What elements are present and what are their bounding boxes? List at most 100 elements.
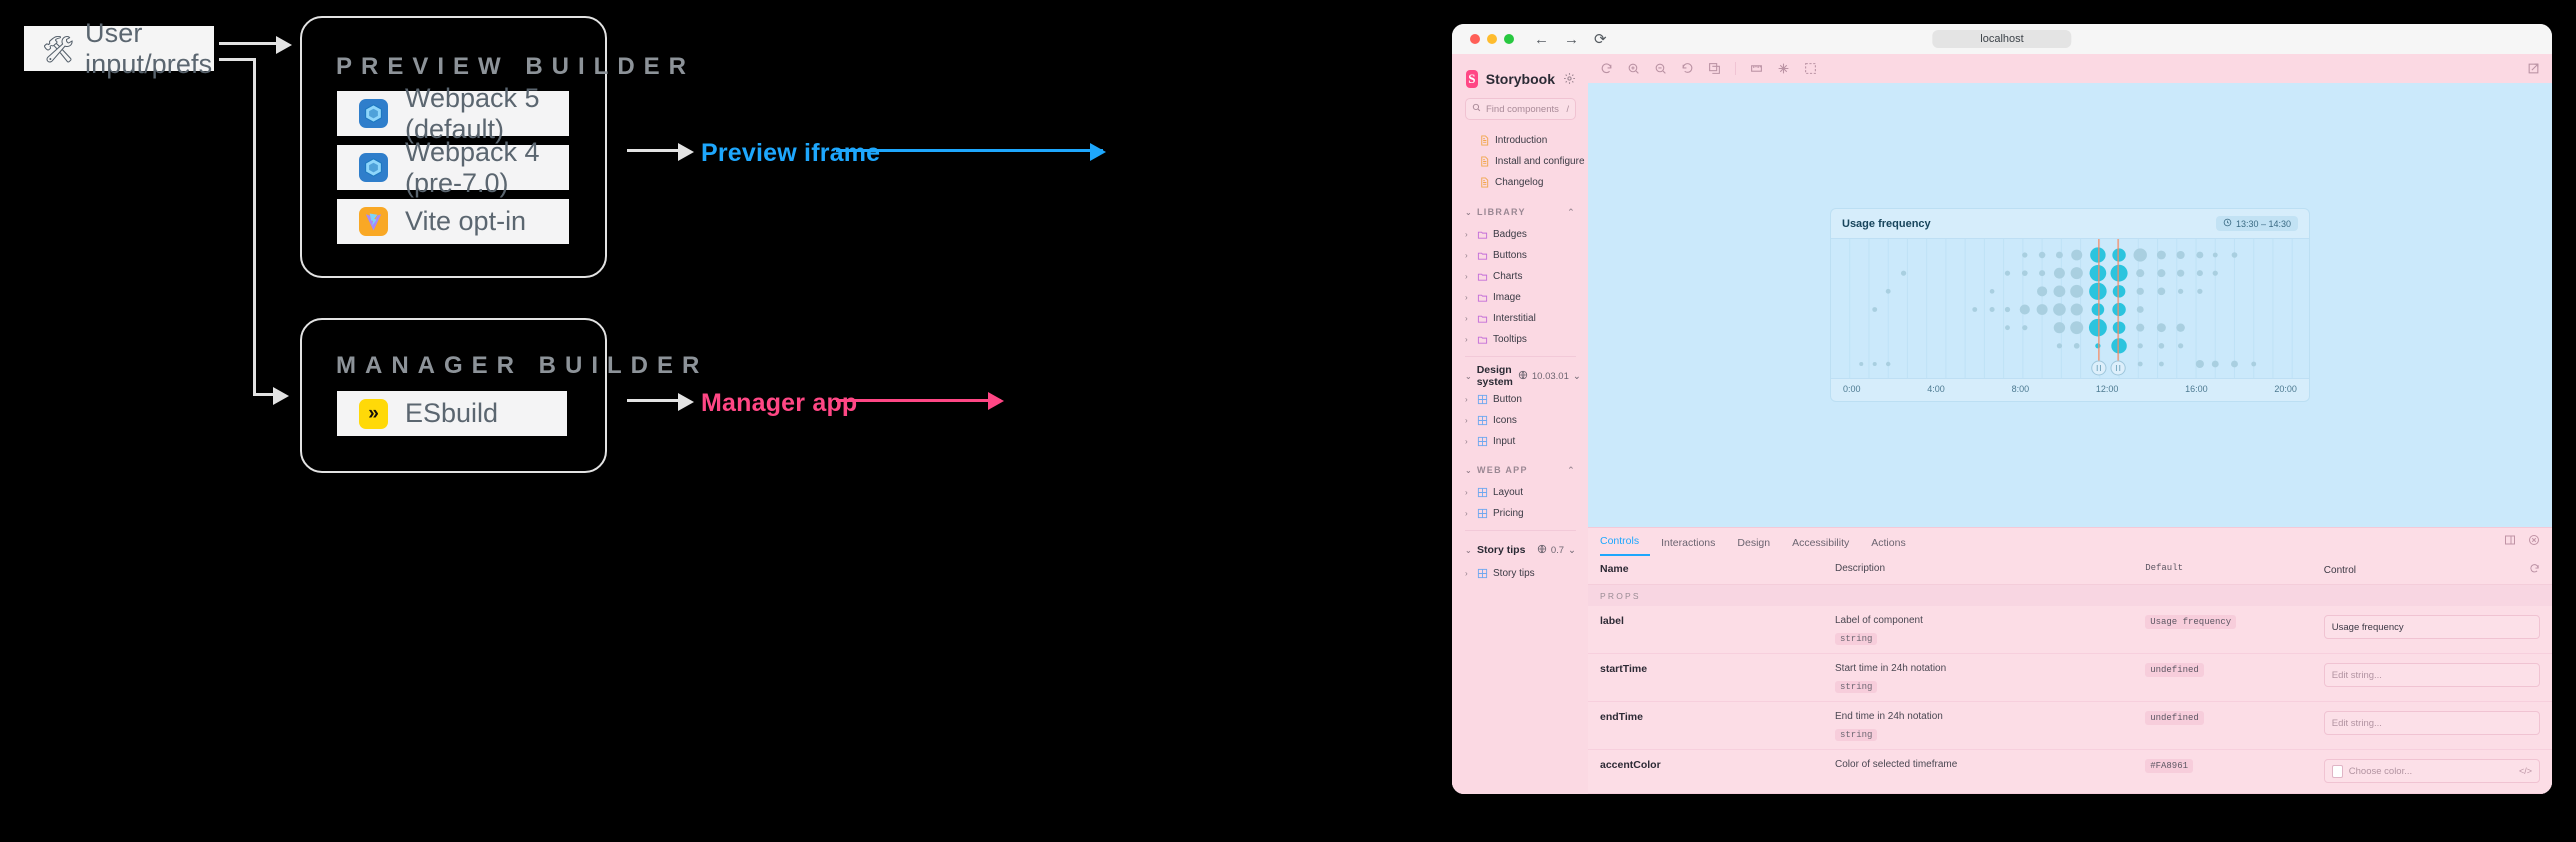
expand-all-icon[interactable]: ⌃ [1567, 464, 1576, 475]
control-default: undefined [2145, 711, 2324, 741]
user-input-label: User input/prefs [85, 17, 213, 79]
timeframe-badge[interactable]: 13:30 – 14:30 [2215, 216, 2298, 231]
preview-builder-option-label: Webpack 5 (default) [405, 82, 540, 144]
close-panel-icon[interactable] [2528, 533, 2540, 551]
panel-position-icon[interactable] [2504, 533, 2516, 551]
sidebar-group-library[interactable]: ⌄ LIBRARY ⌃ [1465, 200, 1588, 224]
sidebar-item-introduction[interactable]: Introduction [1465, 130, 1588, 151]
sidebar-group-label: WEB APP [1477, 465, 1528, 475]
sidebar-ref-story-tips[interactable]: ⌄ Story tips 0.7 ⌄ [1465, 537, 1588, 563]
measure-icon[interactable] [1750, 62, 1763, 75]
control-input-starttime[interactable]: Edit string... [2323, 663, 2540, 687]
search-icon [1472, 103, 1481, 115]
control-input-placeholder: Choose color... [2348, 765, 2413, 777]
reset-controls-icon[interactable] [2529, 563, 2540, 577]
preview-builder-option-vite[interactable]: Vite opt-in [337, 199, 569, 244]
sidebar-ref-version[interactable]: 10.03.01 ⌄ [1518, 370, 1581, 383]
column-header-name: Name [1600, 563, 1629, 575]
tab-accessibility[interactable]: Accessibility [1792, 537, 1850, 549]
preview-builder-option-webpack5[interactable]: Webpack 5 (default) [337, 83, 569, 144]
sidebar-item-badges[interactable]: › Badges [1465, 224, 1588, 245]
grid-icon[interactable] [1777, 62, 1790, 75]
minimize-window-dot[interactable] [1487, 34, 1497, 44]
sidebar-item-button[interactable]: › Button [1465, 389, 1588, 410]
component-icon [1477, 415, 1488, 426]
chevron-right-icon: › [1465, 569, 1468, 578]
sidebar-ref-version[interactable]: 0.7 ⌄ [1537, 544, 1576, 557]
table-row: startTime Start time in 24h notation str… [1588, 654, 2552, 702]
back-icon[interactable]: ← [1534, 30, 1549, 48]
tab-design[interactable]: Design [1737, 537, 1771, 549]
maximize-window-dot[interactable] [1504, 34, 1514, 44]
sidebar-item-interstitial[interactable]: › Interstitial [1465, 308, 1588, 329]
sidebar-item-icons[interactable]: › Icons [1465, 410, 1588, 431]
reload-icon[interactable]: ⟳ [1594, 30, 1607, 48]
preview-builder-option-webpack4[interactable]: Webpack 4 (pre-7.0) [337, 137, 569, 198]
chevron-right-icon: › [1465, 395, 1468, 404]
globe-icon [1537, 544, 1547, 557]
table-row: accentColor Color of selected timeframe … [1588, 750, 2552, 794]
storybook-app: S Storybook Find com [1452, 54, 2552, 794]
external-link-icon[interactable] [2527, 62, 2540, 75]
sidebar-item-charts[interactable]: › Charts [1465, 266, 1588, 287]
control-input-label[interactable]: Usage frequency [2323, 615, 2540, 639]
storybook-brand-label[interactable]: Storybook [1485, 71, 1555, 87]
clock-icon [2223, 218, 2232, 229]
webpack-icon [359, 153, 388, 182]
chevron-down-icon: ⌄ [1465, 545, 1472, 555]
outline-icon[interactable] [1804, 62, 1817, 75]
sidebar-item-layout[interactable]: › Layout [1465, 482, 1588, 503]
sidebar-group-web-app[interactable]: ⌄ WEB APP ⌃ [1465, 458, 1588, 482]
tab-actions[interactable]: Actions [1871, 537, 1906, 549]
expand-all-icon[interactable]: ⌃ [1567, 206, 1576, 217]
folder-icon [1477, 292, 1488, 303]
remount-icon[interactable] [1600, 62, 1613, 75]
preview-iframe-blue-arrowhead [1090, 143, 1106, 161]
control-input-accentcolor[interactable]: Choose color... </> [2323, 759, 2540, 783]
document-icon [1479, 156, 1490, 167]
forward-icon[interactable]: → [1564, 30, 1579, 48]
connector-to-preview-arrowhead [276, 36, 292, 54]
sidebar-item-image[interactable]: › Image [1465, 287, 1588, 308]
sidebar-ref-design-system[interactable]: ⌄ Design system 10.03.01 ⌄ [1465, 363, 1588, 389]
folder-icon [1477, 313, 1488, 324]
zoom-in-icon[interactable] [1627, 62, 1640, 75]
address-bar[interactable]: localhost [1932, 30, 2072, 48]
sidebar-item-tooltips[interactable]: › Tooltips [1465, 329, 1588, 350]
close-window-dot[interactable] [1470, 34, 1480, 44]
sidebar-item-install-and-configure[interactable]: Install and configure [1465, 151, 1588, 172]
sidebar-item-label: Button [1493, 394, 1522, 405]
connector-to-preview [219, 42, 276, 45]
control-default-value: #FA8961 [2145, 759, 2193, 773]
x-tick-label: 8:00 [2011, 384, 2030, 394]
code-toggle-icon[interactable]: </> [2518, 766, 2532, 776]
search-input[interactable]: Find components / [1465, 98, 1576, 120]
sidebar-item-story-tips[interactable]: › Story tips [1465, 563, 1588, 584]
tab-controls[interactable]: Controls [1600, 535, 1651, 556]
sidebar-item-buttons[interactable]: › Buttons [1465, 245, 1588, 266]
manager-builder-option-esbuild[interactable]: » ESbuild [337, 391, 567, 436]
control-input-endtime[interactable]: Edit string... [2323, 711, 2540, 735]
control-default-value: Usage frequency [2145, 615, 2237, 629]
sidebar-item-label: Icons [1493, 415, 1517, 426]
gear-icon[interactable] [1563, 72, 1576, 87]
control-description: Color of selected timeframe [1835, 759, 2145, 783]
sidebar-item-changelog[interactable]: Changelog [1465, 172, 1588, 193]
zoom-out-icon[interactable] [1654, 62, 1667, 75]
document-icon [1479, 135, 1490, 146]
sidebar-item-pricing[interactable]: › Pricing [1465, 503, 1588, 524]
chart-plot-area [1831, 238, 2309, 379]
zoom-reset-icon[interactable] [1681, 62, 1694, 75]
tab-interactions[interactable]: Interactions [1661, 537, 1716, 549]
chevron-down-icon: ⌄ [1465, 465, 1474, 475]
chevron-down-icon: ⌄ [1572, 370, 1581, 382]
background-icon[interactable] [1708, 62, 1721, 75]
sidebar-item-label: Layout [1493, 487, 1524, 498]
x-tick-label: 4:00 [1927, 384, 1945, 394]
component-icon [1477, 394, 1488, 405]
sidebar-item-input[interactable]: › Input [1465, 431, 1588, 452]
sidebar-ref-label: Design system [1476, 364, 1513, 388]
sidebar-divider [1465, 356, 1576, 357]
column-header-default: Default [2145, 563, 2183, 573]
